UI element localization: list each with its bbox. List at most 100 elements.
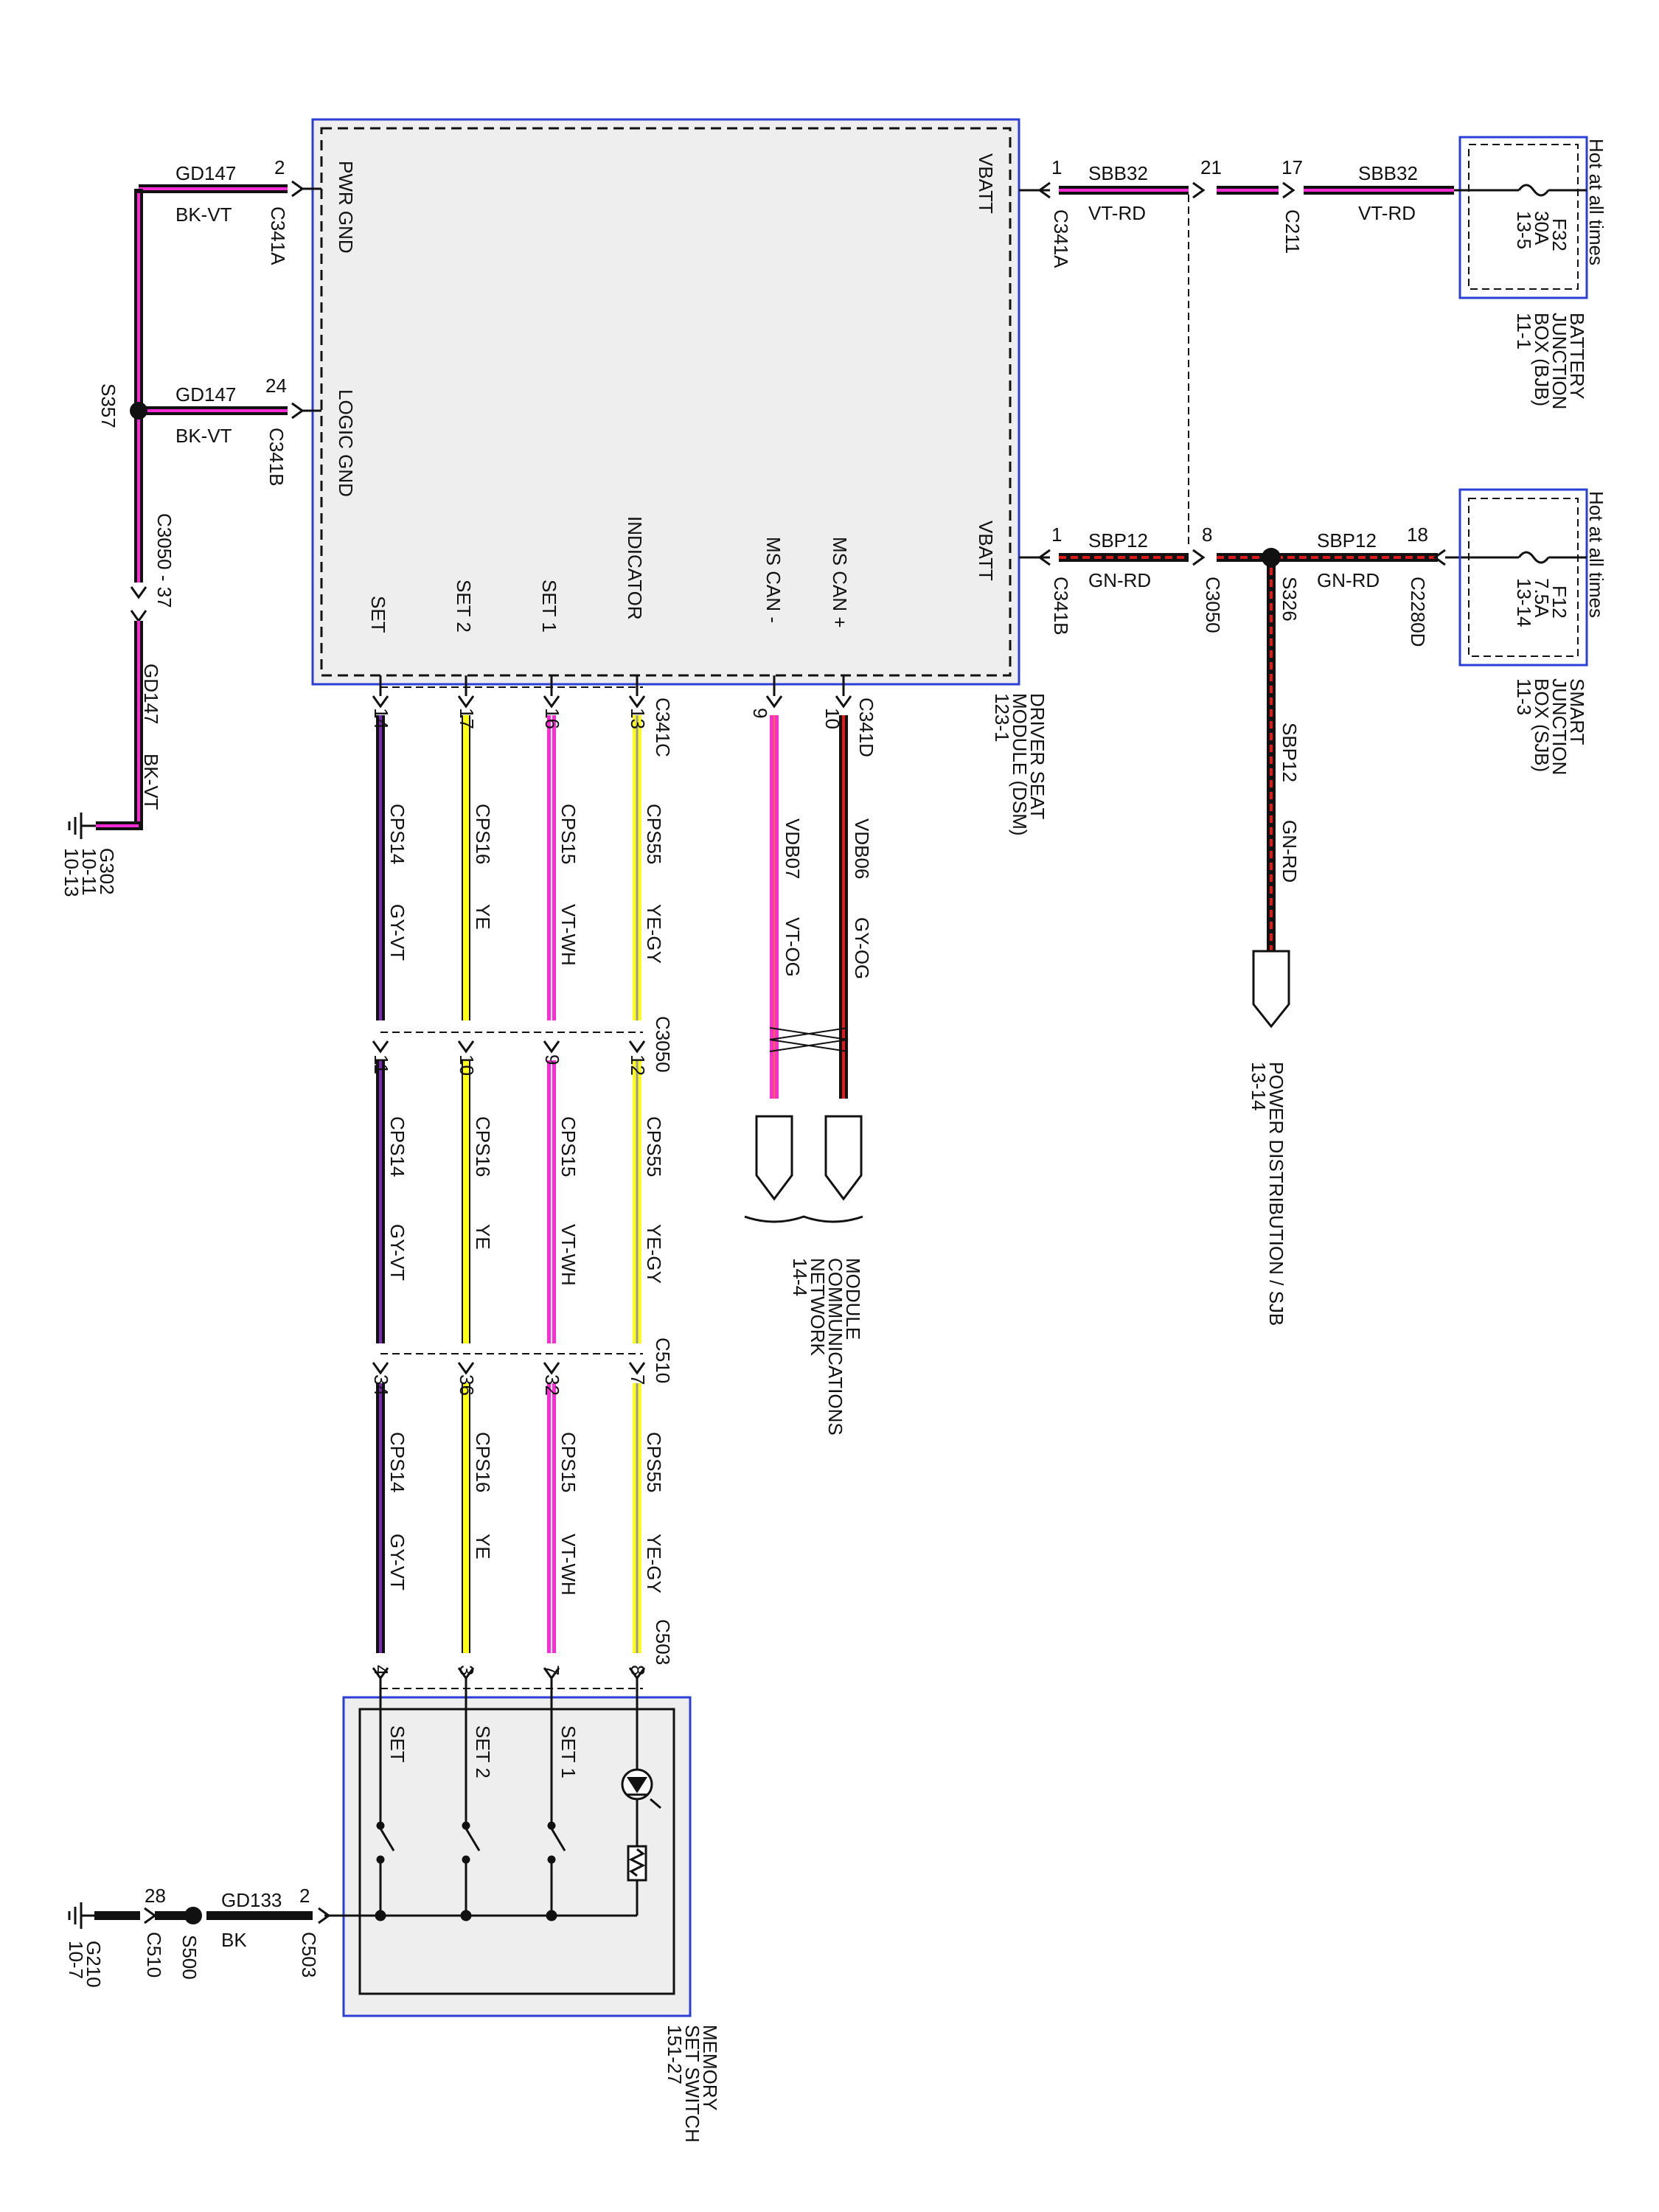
pin12-label: 12 [627,1054,649,1076]
dsm-title-2: MODULE (DSM) [1009,693,1031,836]
vdb07-label: VDB07 [782,818,804,879]
mss-title-3: 151-27 [664,2025,686,2084]
pin10b-label: 10 [456,1054,478,1076]
bjb-hot-label: Hot at all times [1585,139,1607,265]
cps16-label-1: CPS16 [472,804,494,864]
vtwh-label-1: VT-WH [557,904,580,966]
dsm-vbatt1-label: VBATT [975,153,997,214]
bjb-label-2: JUNCTION [1548,313,1571,409]
mcn-label-3: NETWORK [807,1258,829,1357]
bk-label: BK [221,1929,247,1951]
bkvt-label-c: BK-VT [140,754,162,810]
dsm-module-inner [320,127,1012,677]
g302-label-2: 10-11 [78,848,100,896]
gd147-label-b: GD147 [175,383,236,406]
mss-set2-label: SET 2 [472,1725,494,1778]
ye-label-3: YE [472,1534,494,1559]
bjb-label-3: BOX (BJB) [1531,313,1553,406]
dsm-set1-label: SET 1 [538,580,560,633]
yegy-label-1: YE-GY [643,904,665,964]
ye-label-1: YE [472,904,494,930]
cps14-label-2: CPS14 [386,1116,408,1177]
sjb-label-3: BOX (SJB) [1531,678,1553,772]
dsm-indicator-label: INDICATOR [624,516,646,620]
gyvt-label-3: GY-VT [386,1534,408,1590]
s326-label: S326 [1279,577,1301,622]
c3050-37-label: C3050 - 37 [153,513,175,608]
s500-label: S500 [178,1935,201,1980]
c341a-label-a: C341A [267,206,289,265]
f12-label-1: F12 [1548,585,1571,619]
cps15-label-1: CPS15 [557,804,580,864]
vtwh-label-2: VT-WH [557,1224,580,1286]
dsm-mscan-plus-label: MS CAN + [829,537,851,628]
f12-label-2: 7.5A [1531,578,1553,618]
c341b-label-a: C341B [265,428,288,487]
power-distribution-label-1: POWER DISTRIBUTION / SJB [1265,1062,1287,1326]
f32-label-2: 30A [1531,211,1553,246]
dsm-module-outline [311,118,1020,686]
dsm-title-1: DRIVER SEAT [1026,693,1048,820]
sbp12-label-1: SBP12 [1088,529,1148,552]
vdb06-label: VDB06 [851,818,873,879]
pin32-label: 32 [541,1374,563,1396]
c341c-label: C341C [652,698,674,757]
sbp12-label-3: SBP12 [1279,723,1301,782]
dsm-set-label: SET [367,596,389,633]
f12-label-3: 13-14 [1513,578,1535,627]
c510-label-b: C510 [143,1932,165,1978]
dsm-set2-label: SET 2 [453,580,475,633]
pin2-label-a: 2 [274,156,285,178]
pin8b-label: 8 [627,1665,649,1675]
gnrd-label-2: GN-RD [1317,569,1380,591]
sjb-hot-label: Hot at all times [1585,491,1607,618]
pin34-label: 34 [370,1374,392,1396]
pin1-v2-label: 1 [1051,524,1062,546]
memory-switch-inner [358,1708,675,1995]
cps15-label-2: CPS15 [557,1116,580,1177]
vtrd-label-2: VT-RD [1358,202,1416,224]
gyvt-label-1: GY-VT [386,904,408,961]
pin17b-label: 17 [456,708,478,729]
g302-label-3: 10-13 [60,848,83,897]
yegy-label-3: YE-GY [643,1534,665,1593]
s357-splice [130,402,147,420]
mss-title-2: SET SWITCH [681,2025,703,2143]
c503-label-b: C503 [298,1932,320,1978]
mss-set1-label: SET 1 [557,1725,580,1778]
can-twist-icon [769,1027,849,1052]
sjb-label-2: JUNCTION [1548,678,1571,775]
gyog-label: GY-OG [851,917,873,979]
pin28-label: 28 [145,1885,166,1907]
pin9-label: 9 [749,708,771,718]
dsm-mscan-minus-label: MS CAN - [762,537,785,623]
gd147-label-c: GD147 [140,664,162,724]
c510-mid-label: C510 [652,1338,674,1383]
sjb-label-4: 11-3 [1513,678,1535,715]
cps16-label-3: CPS16 [472,1432,494,1492]
sjb-box [1458,488,1588,667]
bjb-box [1454,136,1588,299]
s357-label: S357 [97,383,119,428]
vbatt1-wire [1019,181,1454,199]
bkvt-label-b: BK-VT [175,425,232,447]
power-distribution-label-2: 13-14 [1248,1062,1270,1111]
bjb-label-4: 11-1 [1513,313,1535,349]
bkvt-label-a: BK-VT [175,204,232,226]
vtrd-label-1: VT-RD [1088,202,1146,224]
mss-title-1: MEMORY [699,2025,721,2111]
pin3-label: 3 [456,1665,478,1675]
cps55-label-3: CPS55 [643,1432,665,1492]
pin10-label: 10 [821,708,844,729]
sbb32-label-1: SBB32 [1088,162,1148,184]
pin2-label-b: 2 [299,1885,310,1907]
pin14-label: 14 [370,708,392,729]
g302-ground-icon [68,813,96,839]
pin18-label: 18 [1407,524,1428,546]
sjb-label-1: SMART [1566,678,1588,745]
cps14-label-3: CPS14 [386,1432,408,1492]
f32-label-3: 13-5 [1513,211,1535,249]
ground-wires-dsm [96,180,321,830]
